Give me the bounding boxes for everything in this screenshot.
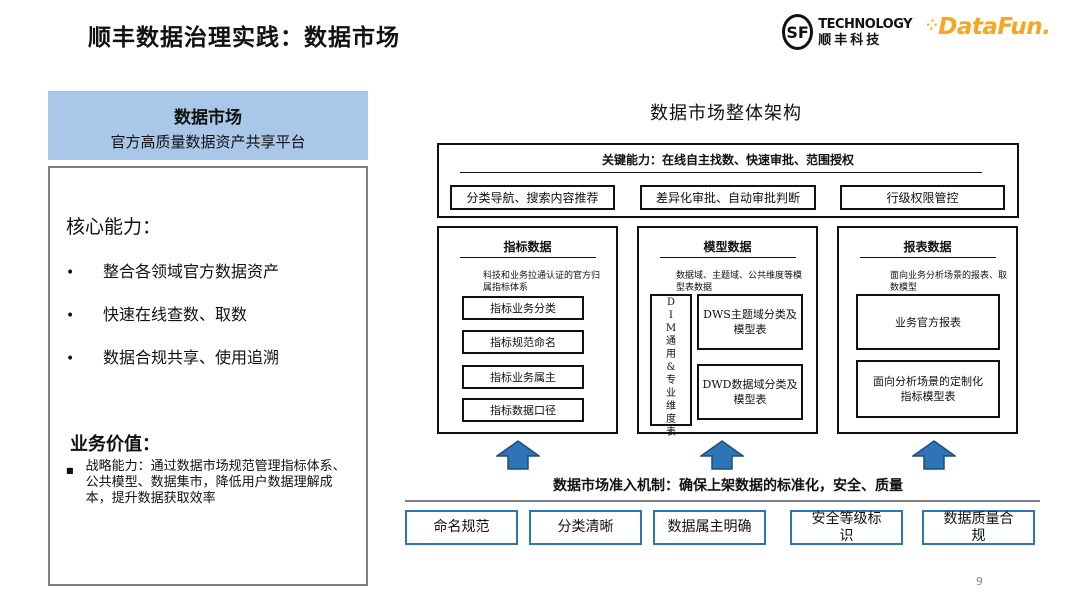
up-arrow-icon — [496, 440, 540, 470]
core-item: •整合各领域官方数据资产 — [66, 262, 280, 281]
column-title: 报表数据 — [903, 240, 952, 254]
report-box: 面向分析场景的定制化指标模型表 — [856, 360, 1000, 418]
core-item: •数据合规共享、使用追溯 — [66, 348, 280, 367]
sf-technology-logo: SF TECHNOLOGY 顺丰科技 — [782, 12, 912, 52]
indicator-item: 指标业务属主 — [462, 365, 584, 389]
indicator-data-column — [437, 226, 618, 434]
capability-box: 差异化审批、自动审批判断 — [640, 185, 816, 210]
square-bullet-icon: ■ — [66, 466, 74, 475]
indicator-item: 指标业务分类 — [462, 296, 584, 320]
key-capability-text: 关键能力：在线自主找数、快速审批、范围授权 — [601, 153, 854, 167]
bullet-icon: • — [66, 351, 75, 367]
column-title: 指标数据 — [503, 240, 552, 254]
divider — [860, 257, 996, 258]
key-capability-frame — [437, 143, 1019, 218]
sf-logo-line2: 顺丰科技 — [818, 32, 883, 48]
up-arrow-icon — [912, 440, 956, 470]
report-box: 业务官方报表 — [856, 294, 1000, 350]
up-arrow-icon — [700, 440, 744, 470]
page-title: 顺丰数据治理实践：数据市场 — [88, 25, 400, 51]
left-panel — [48, 166, 368, 586]
bullet-icon: • — [66, 308, 75, 324]
standard-box: 数据质量合规 — [922, 510, 1035, 545]
standard-box: 命名规范 — [405, 510, 518, 545]
dws-box: DWS主题域分类及模型表 — [697, 294, 803, 350]
standard-box: 数据属主明确 — [653, 510, 766, 545]
standard-box: 安全等级标识 — [790, 510, 903, 545]
sf-logo-line1: TECHNOLOGY — [818, 16, 912, 32]
datafun-logo: ⁘DataFun. — [926, 14, 1051, 40]
market-subtitle: 官方高质量数据资产共享平台 — [110, 133, 306, 151]
business-value-item: ■ 战略能力：通过数据市场规范管理指标体系、公共模型、数据集市，降低用户数据理解… — [66, 459, 346, 506]
dim-table-box: DIM通用&专业维度表 — [650, 294, 692, 438]
column-desc: 科技和业务拉通认证的官方归属指标体系 — [483, 271, 601, 293]
indicator-item: 指标规范命名 — [462, 330, 584, 354]
market-summary-box: 数据市场 官方高质量数据资产共享平台 — [48, 91, 368, 160]
divider — [660, 257, 796, 258]
standard-box: 分类清晰 — [529, 510, 642, 545]
market-title: 数据市场 — [174, 108, 242, 128]
core-capability-title: 核心能力： — [66, 216, 162, 238]
admission-mechanism: 数据市场准入机制：确保上架数据的标准化，安全、质量 — [553, 478, 903, 494]
report-data-column — [837, 226, 1018, 434]
dwd-box: DWD数据域分类及模型表 — [697, 364, 803, 420]
dots-icon: ⁘ — [926, 18, 938, 34]
architecture-title: 数据市场整体架构 — [650, 103, 802, 124]
column-desc: 数据域、主题域、公共维度等模型表数据 — [676, 271, 803, 293]
bullet-icon: • — [66, 265, 75, 281]
divider — [405, 500, 1040, 502]
capability-box: 行级权限管控 — [840, 185, 1005, 210]
datafun-logo-text: DataFun. — [938, 14, 1051, 40]
sf-badge-icon: SF — [782, 14, 814, 50]
divider — [460, 257, 596, 258]
capability-box: 分类导航、搜索内容推荐 — [450, 185, 615, 210]
page-number: 9 — [976, 575, 983, 588]
indicator-item: 指标数据口径 — [462, 398, 584, 422]
model-data-column — [637, 226, 818, 434]
column-title: 模型数据 — [703, 240, 752, 254]
business-value-title: 业务价值： — [70, 434, 160, 455]
core-item: •快速在线查数、取数 — [66, 305, 248, 324]
divider — [460, 172, 982, 173]
column-desc: 面向业务分析场景的报表、取数模型 — [890, 271, 1008, 293]
